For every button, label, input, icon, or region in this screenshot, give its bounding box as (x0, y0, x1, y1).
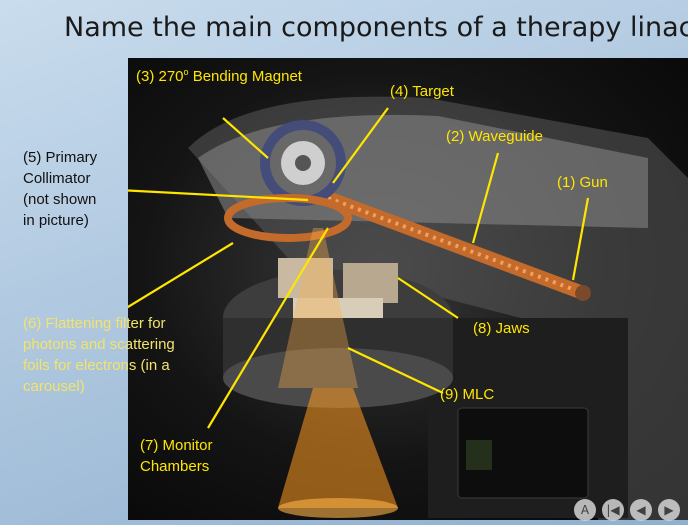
label-primary-collimator-line-4: in picture) (23, 210, 97, 231)
label-primary-collimator-line-2: Collimator (23, 168, 97, 189)
label-bending-magnet-suffix: Bending Magnet (189, 68, 302, 85)
label-flattening-filter-line-4: carousel) (23, 376, 175, 397)
label-flattening-filter-line-1: (6) Flattening filter for (23, 313, 175, 334)
slide-title: Name the main components of a therapy li… (64, 12, 688, 52)
next-slide-icon[interactable]: ▶ (658, 499, 680, 521)
slide-nav-controls: A |◀ ◀ ▶ (574, 499, 680, 521)
label-target: (4) Target (390, 81, 454, 102)
label-flattening-filter-line-3: foils for electrons (in a (23, 355, 175, 376)
accessibility-icon[interactable]: A (574, 499, 596, 521)
label-monitor-chambers-line-1: (7) Monitor (140, 435, 213, 456)
first-slide-icon[interactable]: |◀ (602, 499, 624, 521)
label-flattening-filter-line-2: photons and scattering (23, 334, 175, 355)
label-primary-collimator: (5) Primary Collimator (not shown in pic… (23, 147, 97, 231)
label-mlc: (9) MLC (440, 384, 494, 405)
label-monitor-chambers-line-2: Chambers (140, 456, 213, 477)
label-bending-magnet: (3) 270o Bending Magnet (136, 62, 302, 87)
label-gun: (1) Gun (557, 172, 608, 193)
label-primary-collimator-line-3: (not shown (23, 189, 97, 210)
label-monitor-chambers: (7) Monitor Chambers (140, 435, 213, 477)
label-primary-collimator-line-1: (5) Primary (23, 147, 97, 168)
label-jaws: (8) Jaws (473, 318, 530, 339)
label-bending-magnet-prefix: (3) 270 (136, 68, 184, 85)
label-waveguide: (2) Waveguide (446, 126, 543, 147)
label-flattening-filter: (6) Flattening filter for photons and sc… (23, 313, 175, 397)
previous-slide-icon[interactable]: ◀ (630, 499, 652, 521)
